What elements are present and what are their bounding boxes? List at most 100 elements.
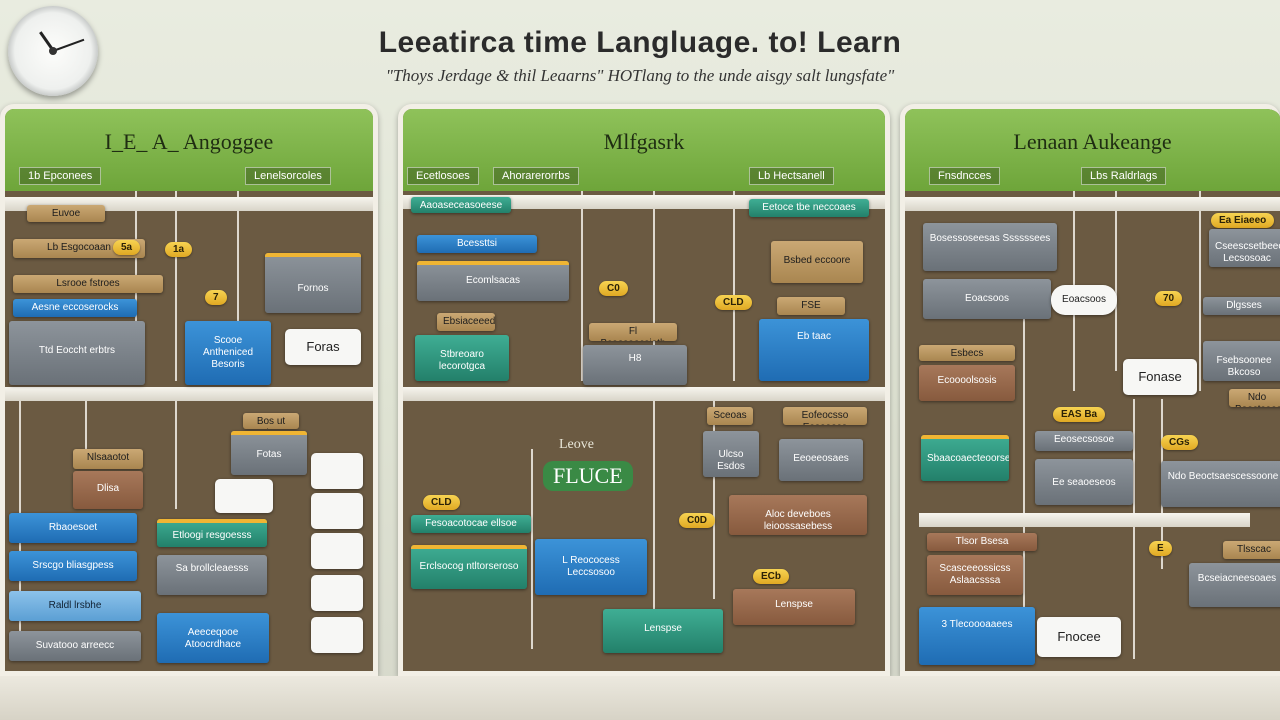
card[interactable]: Dlisa (73, 471, 143, 509)
shelf (905, 197, 1280, 211)
card[interactable]: H8 (583, 345, 687, 385)
card[interactable]: Esbecs (919, 345, 1015, 361)
panel-header (403, 109, 885, 191)
card[interactable]: Eeosecsosoe (1035, 431, 1133, 451)
panel-header (905, 109, 1280, 191)
level-tag: ECb (753, 569, 789, 584)
card[interactable]: Lenspse (733, 589, 855, 625)
level-tag: Ea Eiaeeo (1211, 213, 1275, 228)
card[interactable]: Lb Esgocoaan (13, 239, 145, 258)
fonase-button[interactable]: Fonase (1123, 359, 1197, 395)
card[interactable]: Scasceeossicss Aslaacsssa (927, 555, 1023, 595)
level-tag: C0 (599, 281, 628, 296)
panel-right: Lenaan Aukeange Fnsdncces Lbs Raldrlags … (900, 104, 1280, 676)
card[interactable]: Bosessoseesas Ssssssees (923, 223, 1057, 271)
eoacsoos-button[interactable]: Eoacsoos (1051, 285, 1117, 315)
card[interactable]: Ndo Beoctsaescessoone (1161, 461, 1280, 507)
card[interactable]: Eoacsoos (923, 279, 1051, 319)
card[interactable]: Fornos (265, 253, 361, 313)
card[interactable]: Eofeocsso Easeeoco (783, 407, 867, 425)
card[interactable]: Aloc deveboes leioossasebess (729, 495, 867, 535)
fnocee-button[interactable]: Fnocee (1037, 617, 1121, 657)
card[interactable]: Bos ut Aitsa (243, 413, 299, 429)
card[interactable]: Fl Bceosaecsieth Abseacooeectitoeesetlls (589, 323, 677, 341)
level-tag: 70 (1155, 291, 1183, 306)
panel-subhead: 1b Epconees (19, 167, 102, 185)
card[interactable]: Bsbed eccoore (771, 241, 863, 283)
card[interactable]: Ecoooolsosis (919, 365, 1015, 401)
level-tag: C0D (679, 513, 716, 528)
slot-button[interactable] (311, 617, 363, 653)
card[interactable]: L Reococess Leccsosoo (535, 539, 647, 595)
card[interactable]: Bcseiacneesoaes (1189, 563, 1280, 607)
card[interactable]: Rbaoesoet (9, 513, 137, 543)
card[interactable]: Ulcso Esdos (703, 431, 759, 477)
card[interactable]: Eeoeeosaes (779, 439, 863, 481)
level-tag: 1a (165, 242, 193, 257)
card[interactable]: Ebsiaceeed (437, 313, 495, 331)
card[interactable]: Sceoas (707, 407, 753, 425)
card[interactable]: Raldl lrsbhe (9, 591, 141, 621)
slot-button[interactable] (311, 533, 363, 569)
panel-subhead: Lb Hectsanell (749, 167, 834, 185)
card[interactable]: Stbreoaro lecorotgca (415, 335, 509, 381)
card[interactable]: Ndo Beoctsaescessoone (1229, 389, 1280, 407)
shelf (919, 513, 1250, 527)
page-title: Leeatirca time Langluage. to! Learn (378, 26, 902, 59)
card[interactable]: Ee seaoeseos (1035, 459, 1133, 505)
shelf (5, 387, 373, 401)
level-tag: 5a (113, 240, 141, 255)
fluent-label: Leove (559, 437, 594, 452)
panel-title: I_E_ A_ Angoggee (104, 129, 274, 154)
foras-button[interactable]: Foras (285, 329, 361, 365)
page-subtitle: "Thoys Jerdage & thil Leaarns" HOTlang t… (385, 66, 895, 85)
card[interactable]: Aaoaseceasoeese (411, 197, 511, 213)
wall-clock-icon (8, 6, 98, 96)
card[interactable]: Fotas (231, 431, 307, 475)
panel-subhead: Lbs Raldrlags (1081, 167, 1167, 185)
slot-button[interactable] (311, 575, 363, 611)
panel-subhead: Lenelsorcoles (245, 167, 331, 185)
card[interactable]: Suvatooo arreecc (9, 631, 141, 661)
card[interactable]: Lsrooe fstroes (13, 275, 163, 293)
card[interactable]: Bcessttsi (417, 235, 537, 253)
card[interactable]: Ttd Eoccht erbtrs (9, 321, 145, 385)
card[interactable]: Eb taac (759, 319, 869, 381)
card[interactable]: 3 Tlecoooaaees (919, 607, 1035, 665)
level-tag: CGs (1161, 435, 1198, 450)
card[interactable]: FSE (777, 297, 845, 315)
slot-button[interactable] (311, 493, 363, 529)
card[interactable]: Fesoacotocae ellsoe (411, 515, 531, 533)
level-tag: EAS Ba (1053, 407, 1106, 422)
card[interactable]: Tlsor Bsesa (927, 533, 1037, 551)
card[interactable]: Cseescsetbeeor Lecsosoac (1209, 229, 1280, 267)
card[interactable]: Aesne eccoserocks (13, 299, 137, 317)
card[interactable]: Euvoe (27, 205, 105, 222)
level-tag: E (1149, 541, 1172, 556)
card[interactable]: Sa brollcleaesss (157, 555, 267, 595)
level-tag: CLD (715, 295, 752, 310)
panel-middle: Mlfgasrk Ecetlosoes Ahorarerorrbs Lb Hec… (398, 104, 890, 676)
card[interactable]: Eetoce tbe neccoaes (749, 199, 869, 217)
panel-subhead: Fnsdncces (929, 167, 1001, 185)
floor (0, 676, 1280, 720)
card[interactable]: Lenspse (603, 609, 723, 653)
card[interactable]: Ecomlsacas (417, 261, 569, 301)
card[interactable]: Aeeceqooe Atoocrdhace (157, 613, 269, 663)
card[interactable]: Nlsaaotot (73, 449, 143, 469)
card[interactable]: Tlsscac (1223, 541, 1280, 559)
card[interactable]: Scooe Antheniced Besoris (185, 321, 271, 385)
card[interactable]: Etloogi resgoesss (157, 519, 267, 547)
card[interactable]: Sbaacoaecteoorse (921, 435, 1009, 481)
card[interactable]: Dlgsses (1203, 297, 1280, 315)
card[interactable]: Srscgo bliasgpess (9, 551, 137, 581)
panel-subhead: Ahorarerorrbs (493, 167, 579, 185)
card[interactable]: Erclsocog ntltorseroso (411, 545, 527, 589)
slot-button[interactable] (215, 479, 273, 513)
shelf (403, 387, 885, 401)
card[interactable]: Fsebsoonee Bkcoso (1203, 341, 1280, 381)
panel-header (5, 109, 373, 191)
panel-left: I_E_ A_ Angoggee 1b Epconees Lenelsorcol… (0, 104, 378, 676)
panel-title: Mlfgasrk (603, 129, 685, 154)
slot-button[interactable] (311, 453, 363, 489)
